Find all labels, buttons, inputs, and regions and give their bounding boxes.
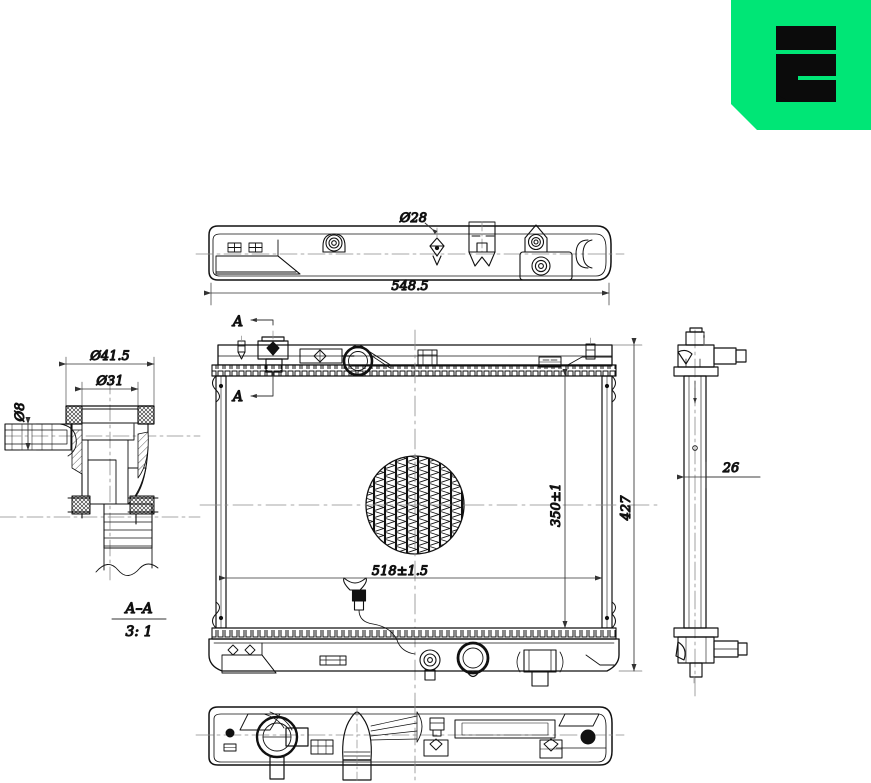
dimension-overall-height: 427 — [611, 337, 643, 672]
dim-value-core-thickness: 26 — [722, 461, 740, 476]
dimension-core-height: 350±1 — [548, 368, 568, 629]
section-mark-bottom: A — [231, 389, 243, 405]
front-view — [199, 329, 661, 701]
section-title-block: A–A 3: 1 — [111, 600, 167, 641]
dimension-overall-length: 548.5 — [203, 278, 610, 306]
dimension-core-thickness: 26 — [676, 460, 761, 489]
dimension-neck-outer: Ø41.5 — [58, 348, 155, 406]
section-arrows: A A — [230, 313, 274, 406]
dimension-neck-inner: Ø31 — [74, 373, 139, 407]
dim-value-neck-outer: Ø41.5 — [89, 349, 130, 364]
dim-value-neck-inner: Ø31 — [95, 374, 123, 389]
dim-value-core-height: 350±1 — [549, 483, 564, 527]
dim-value-inlet-diameter: Ø28 — [399, 211, 427, 226]
top-view — [195, 221, 625, 281]
dim-value-vent: Ø8 — [13, 403, 28, 423]
dimension-inlet-diameter: Ø28 — [398, 210, 438, 235]
front-view-lower-tank — [208, 627, 620, 687]
dim-value-core-width: 518±1.5 — [372, 564, 428, 579]
front-view-core — [365, 455, 465, 555]
section-scale: 3: 1 — [126, 624, 153, 640]
right-side-view — [673, 327, 748, 701]
section-title: A–A — [123, 601, 152, 617]
brand-logo — [731, 0, 871, 130]
bottom-view — [195, 699, 625, 783]
section-a-a-view: Ø41.5 Ø31 Ø8 A–A 3: 1 — [0, 348, 201, 641]
dim-value-overall-height: 427 — [619, 495, 634, 522]
dimension-vent: Ø8 — [12, 402, 37, 451]
dimension-core-width: 518±1.5 — [218, 563, 603, 581]
dim-value-overall-length: 548.5 — [391, 279, 428, 294]
section-mark-top: A — [231, 314, 243, 330]
front-view-upper-tank — [211, 330, 617, 377]
drain-petcock — [343, 577, 416, 655]
